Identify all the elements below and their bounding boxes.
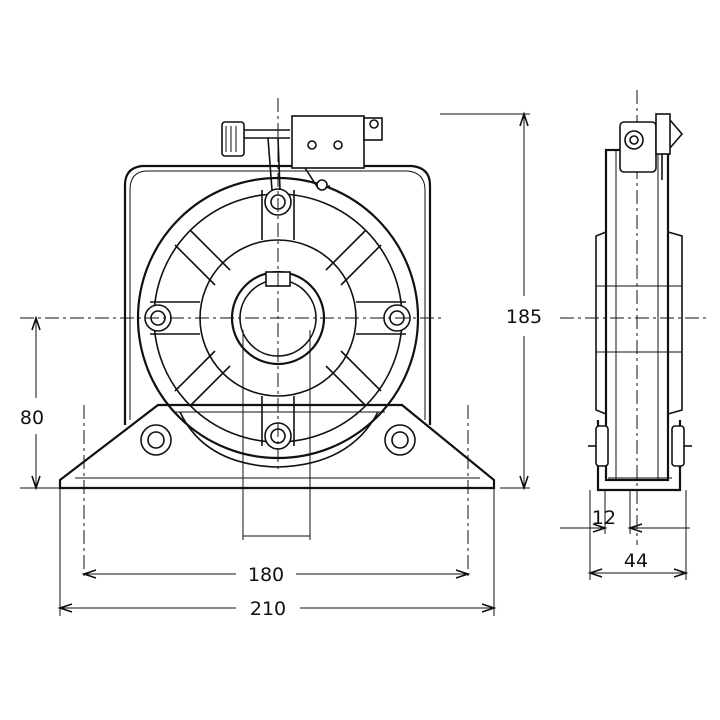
dim-overall-height: 185 — [506, 306, 542, 328]
housing-inner-line — [129, 170, 426, 420]
spokes — [150, 190, 406, 446]
dimensions-front: 185 80 180 210 — [20, 111, 542, 620]
dim-axis-height: 80 — [20, 407, 44, 429]
side-ring — [595, 231, 607, 415]
front-view — [20, 98, 496, 580]
base-holes — [140, 424, 416, 456]
dim-side-width: 44 — [624, 550, 648, 572]
dim-side-offset: 12 — [592, 507, 616, 529]
dim-base-width: 210 — [250, 598, 286, 620]
dim-hole-spacing: 180 — [248, 564, 284, 586]
limit-switch — [291, 115, 383, 191]
release-lever — [221, 121, 290, 191]
side-view: 12 44 — [560, 90, 710, 580]
housing-outline — [123, 164, 432, 425]
